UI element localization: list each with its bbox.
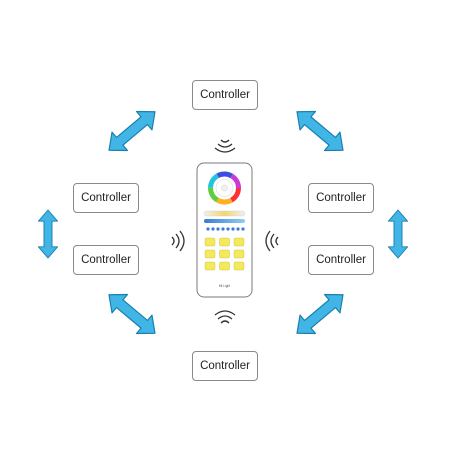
controller-left-lower: Controller bbox=[73, 245, 139, 275]
arrow-left-link bbox=[37, 209, 59, 259]
arrow-top-right-link bbox=[288, 101, 352, 161]
arrow-bottom-left-link bbox=[100, 284, 164, 344]
signal-left-icon bbox=[171, 230, 185, 252]
color-wheel-icon bbox=[208, 171, 241, 205]
signal-top-icon bbox=[214, 139, 236, 153]
controller-right-lower: Controller bbox=[308, 245, 374, 275]
arrow-bottom-right-link bbox=[288, 284, 352, 344]
controller-right-upper: Controller bbox=[308, 183, 374, 213]
button-grid bbox=[204, 237, 245, 271]
controller-left-upper: Controller bbox=[73, 183, 139, 213]
signal-right-icon bbox=[265, 230, 279, 252]
brightness-strip bbox=[204, 219, 245, 223]
controller-bottom: Controller bbox=[192, 351, 258, 381]
arrow-top-left-link bbox=[100, 101, 164, 161]
signal-bottom-icon bbox=[214, 310, 236, 324]
white-temperature-strip bbox=[203, 210, 246, 217]
indicator-dots bbox=[206, 227, 245, 231]
arrow-right-link bbox=[387, 209, 409, 259]
remote-control: Mi·Light bbox=[196, 162, 253, 298]
remote-brand-label: Mi·Light bbox=[219, 284, 230, 288]
controller-top: Controller bbox=[192, 80, 258, 110]
